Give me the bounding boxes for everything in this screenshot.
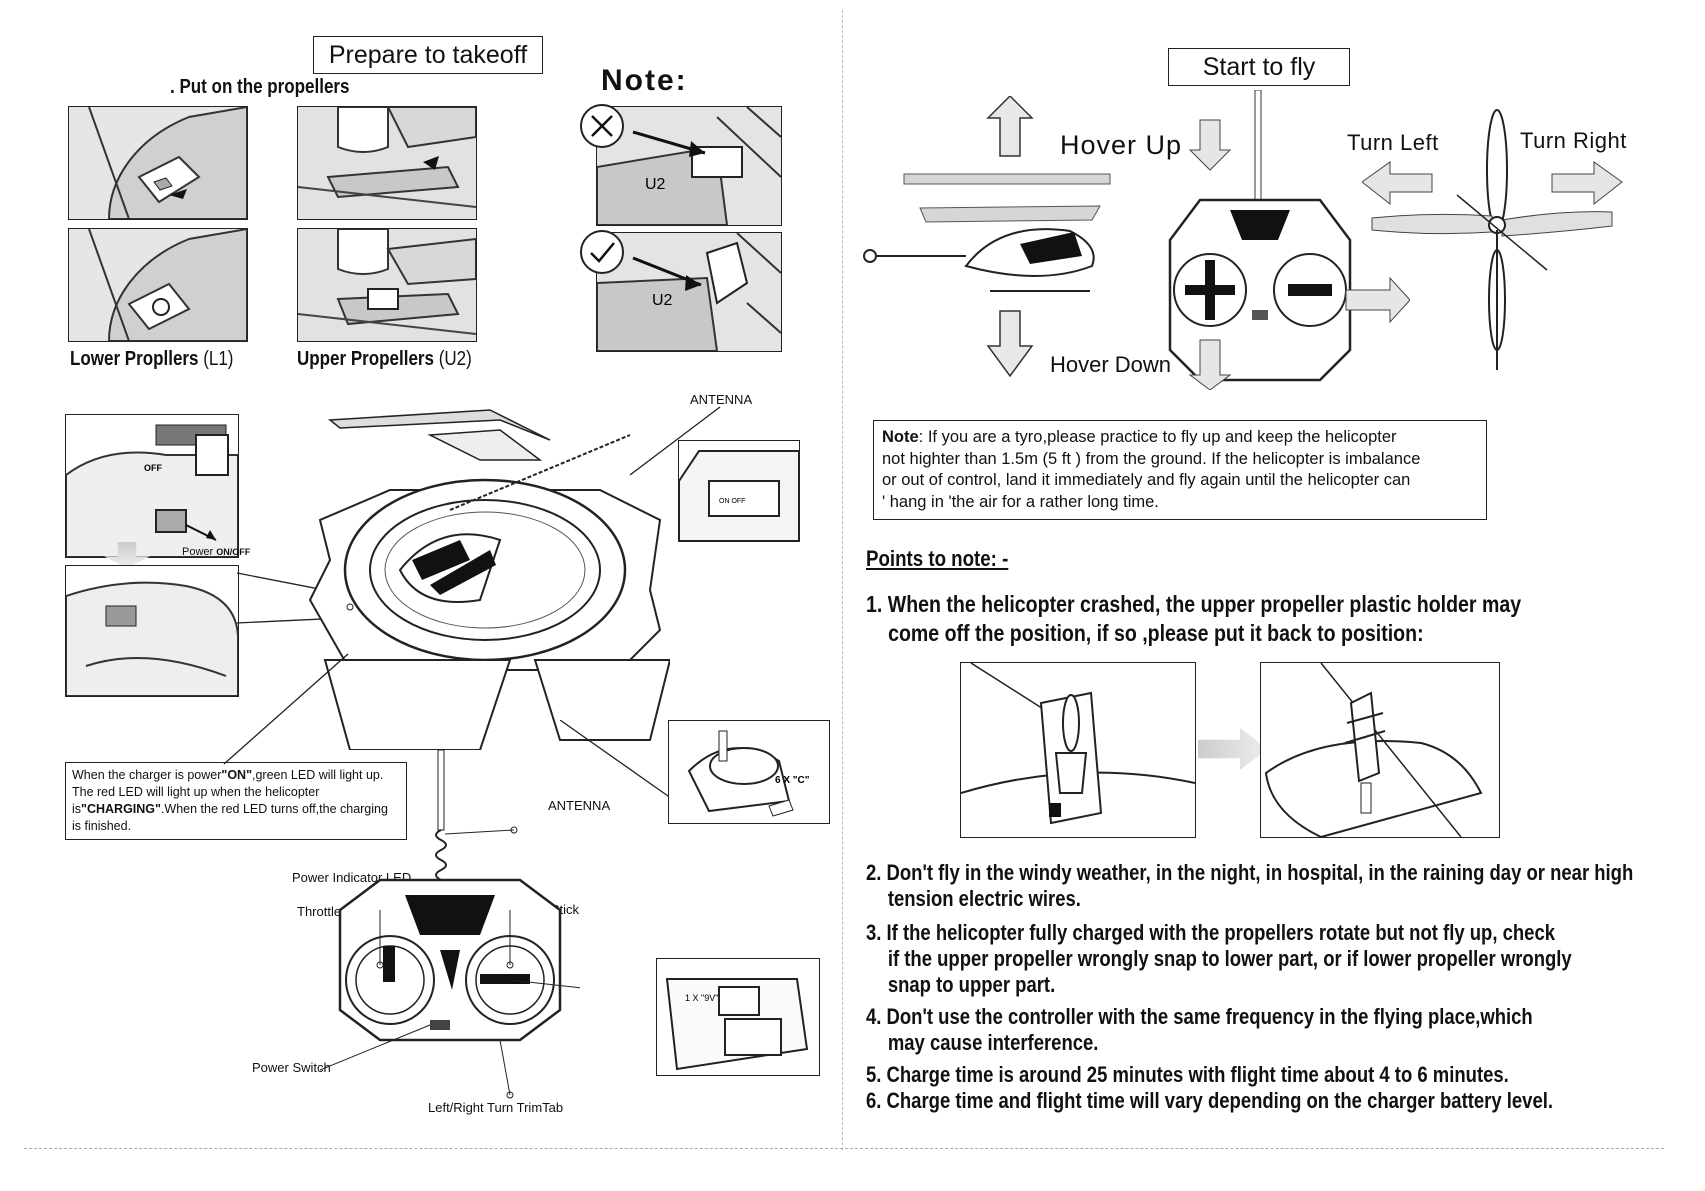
points-list: 2. Don't fly in the windy weather, in th… bbox=[866, 860, 1633, 1114]
charger-base-illustration bbox=[308, 409, 670, 750]
point-1-line-1: 1. When the helicopter crashed, the uppe… bbox=[866, 591, 1522, 617]
battery-9v-label: 1 X "9V" bbox=[685, 993, 718, 1003]
holder-off-position-illustration bbox=[960, 662, 1196, 838]
beginner-note-box: Note: If you are a tyro,please practice … bbox=[873, 420, 1487, 520]
battery-compartment-illustration: 6 X "C" bbox=[668, 720, 830, 824]
point-5: 5. Charge time is around 25 minutes with… bbox=[866, 1062, 1509, 1087]
note-label: Note bbox=[882, 428, 919, 446]
arrow-right-icon bbox=[1198, 728, 1268, 770]
base-switch-closeup: ON OFF bbox=[678, 440, 800, 542]
battery-9v-illustration: 1 X "9V" bbox=[656, 958, 820, 1076]
prepare-to-takeoff-title: Prepare to takeoff bbox=[313, 36, 543, 74]
power-switch-closeup: OFF bbox=[65, 414, 239, 558]
note-line-2: not highter than 1.5m (5 ft ) from the g… bbox=[882, 449, 1421, 468]
lower-propeller-step-2-drawing bbox=[69, 229, 247, 341]
point-2-line-1: 2. Don't fly in the windy weather, in th… bbox=[866, 860, 1634, 885]
holder-off-position-drawing bbox=[961, 663, 1195, 825]
hover-down-label: Hover Down bbox=[1050, 352, 1172, 377]
lower-propeller-step-2-illustration bbox=[68, 228, 248, 342]
page-fold-divider bbox=[842, 10, 843, 1150]
note-line-4: ' hang in 'the air for a rather long tim… bbox=[882, 492, 1159, 511]
check-icon bbox=[580, 230, 624, 274]
hover-up-label: Hover Up bbox=[1060, 130, 1183, 160]
flight-controller-illustration bbox=[1168, 90, 1410, 390]
cross-icon bbox=[580, 104, 624, 148]
upper-propeller-step-1-drawing bbox=[298, 107, 476, 219]
charger-plug-closeup bbox=[65, 565, 239, 697]
note-heading: Note: bbox=[601, 64, 688, 97]
transmitter-illustration bbox=[320, 750, 580, 1099]
charger-instruction-box: When the charger is power"ON",green LED … bbox=[65, 762, 407, 840]
power-onoff-label: Power ON/OFF bbox=[182, 546, 251, 558]
point-3-line-3: snap to upper part. bbox=[887, 972, 1056, 997]
trim-tab-label: Left/Right Turn TrimTab bbox=[428, 1100, 564, 1115]
u2-tag-correct: U2 bbox=[652, 292, 673, 309]
upper-propeller-step-2-illustration bbox=[297, 228, 477, 342]
point-6: 6. Charge time and flight time will vary… bbox=[866, 1088, 1554, 1113]
antenna-label-top: ANTENNA bbox=[690, 392, 753, 407]
holder-back-in-position-drawing bbox=[1264, 663, 1483, 837]
point-4-line-1: 4. Don't use the controller with the sam… bbox=[866, 1004, 1533, 1029]
point-1: 1. When the helicopter crashed, the uppe… bbox=[866, 590, 1521, 648]
charger-led-pointer-line bbox=[223, 653, 349, 765]
note-line-1: Note: If you are a tyro,please practice … bbox=[882, 428, 1397, 446]
power-switch-closeup-drawing: OFF bbox=[66, 424, 238, 557]
wrong-assembly-illustration: U2 bbox=[596, 106, 782, 226]
hover-up-down-illustration bbox=[863, 96, 1111, 378]
wrong-assembly-drawing: U2 bbox=[597, 107, 781, 225]
off-label: OFF bbox=[144, 463, 162, 473]
point-3-line-1: 3. If the helicopter fully charged with … bbox=[866, 920, 1555, 945]
page-bottom-border bbox=[24, 1148, 1664, 1149]
antenna-pointer-line bbox=[629, 406, 721, 476]
correct-assembly-illustration: U2 bbox=[596, 232, 782, 352]
start-to-fly-title: Start to fly bbox=[1168, 48, 1350, 86]
point-4-line-2: may cause interference. bbox=[887, 1030, 1099, 1055]
battery-pointer-line bbox=[560, 720, 669, 797]
holder-back-in-position-illustration bbox=[1260, 662, 1500, 838]
point-3-line-2: if the upper propeller wrongly snap to l… bbox=[887, 946, 1572, 971]
points-to-note-heading: Points to note: - bbox=[866, 546, 1009, 571]
upper-propeller-step-2-drawing bbox=[298, 229, 476, 341]
antenna-label-bottom: ANTENNA bbox=[548, 798, 611, 813]
power-switch-label: Power Switch bbox=[252, 1060, 331, 1075]
battery-9v-drawing: 1 X "9V" bbox=[665, 978, 809, 1071]
u2-tag-wrong: U2 bbox=[645, 176, 666, 193]
note-line-3: or out of control, land it immediately a… bbox=[882, 471, 1411, 489]
turn-left-label: Turn Left bbox=[1347, 130, 1439, 155]
point-2-line-2: tension electric wires. bbox=[887, 886, 1081, 911]
lower-propeller-step-1-illustration bbox=[68, 106, 248, 220]
base-switch-closeup-drawing: ON OFF bbox=[679, 450, 799, 541]
lower-propeller-step-1-drawing bbox=[69, 107, 247, 219]
batteries-label: 6 X "C" bbox=[775, 775, 810, 786]
upper-propeller-step-1-illustration bbox=[297, 106, 477, 220]
point-1-line-2: come off the position, if so ,please put… bbox=[888, 620, 1424, 646]
switch-label: ON OFF bbox=[719, 498, 745, 505]
charger-plug-closeup-drawing bbox=[66, 581, 238, 696]
correct-assembly-drawing: U2 bbox=[597, 233, 781, 351]
turn-right-label: Turn Right bbox=[1520, 128, 1627, 153]
battery-compartment-drawing: 6 X "C" bbox=[687, 730, 810, 817]
lower-propellers-label: Lower Propllers (L1) bbox=[70, 348, 234, 370]
turn-left-right-illustration bbox=[1362, 109, 1623, 370]
put-on-propellers-heading: . Put on the propellers bbox=[170, 76, 350, 98]
upper-propellers-label: Upper Propellers (U2) bbox=[297, 348, 472, 370]
